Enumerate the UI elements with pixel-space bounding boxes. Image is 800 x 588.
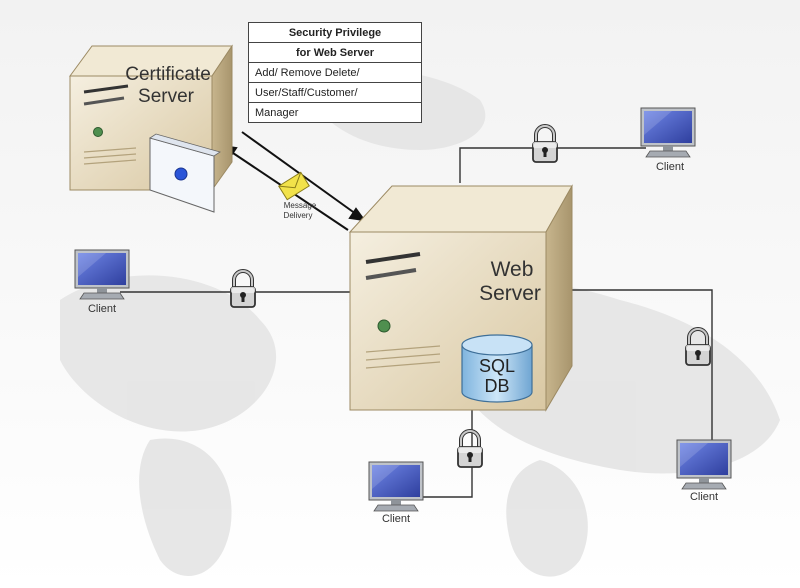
privilege-row: Add/ Remove Delete/ (248, 62, 422, 83)
certificate-server-label-2: Server (138, 86, 195, 107)
message-delivery-label-1: Message (284, 201, 317, 210)
table-row: Add/ Remove Delete/ (248, 62, 422, 83)
line-web-to-client-top-right (459, 147, 646, 183)
client-label-left: Client (88, 303, 116, 315)
table-row: User/Staff/Customer/ (248, 82, 422, 103)
privilege-table-subheader: for Web Server (248, 42, 422, 63)
line-web-to-client-bottom-right (572, 289, 713, 440)
table-row: Security Privilege (248, 22, 422, 43)
sql-db-cylinder (461, 334, 533, 403)
certificate-card-icon (149, 133, 221, 213)
table-row: for Web Server (248, 42, 422, 63)
security-privilege-table: Security Privilege for Web Server Add/ R… (248, 22, 422, 123)
table-row: Manager (248, 102, 422, 123)
privilege-row: Manager (248, 102, 422, 123)
client-label-bottom: Client (382, 513, 410, 525)
sql-db-label-1: SQL (479, 356, 515, 376)
envelope-icon (278, 171, 310, 201)
message-delivery-label-2: Delivery (284, 211, 313, 220)
client-label-bottom-right: Client (690, 491, 718, 503)
web-server-label-1: Web (491, 258, 534, 281)
privilege-table-header: Security Privilege (248, 22, 422, 43)
client-label-top-right: Client (656, 161, 684, 173)
web-server (348, 184, 573, 412)
web-server-label-2: Server (479, 282, 541, 305)
sql-db-label-2: DB (484, 376, 509, 396)
certificate-server-label-1: Certificate (125, 64, 211, 85)
privilege-row: User/Staff/Customer/ (248, 82, 422, 103)
